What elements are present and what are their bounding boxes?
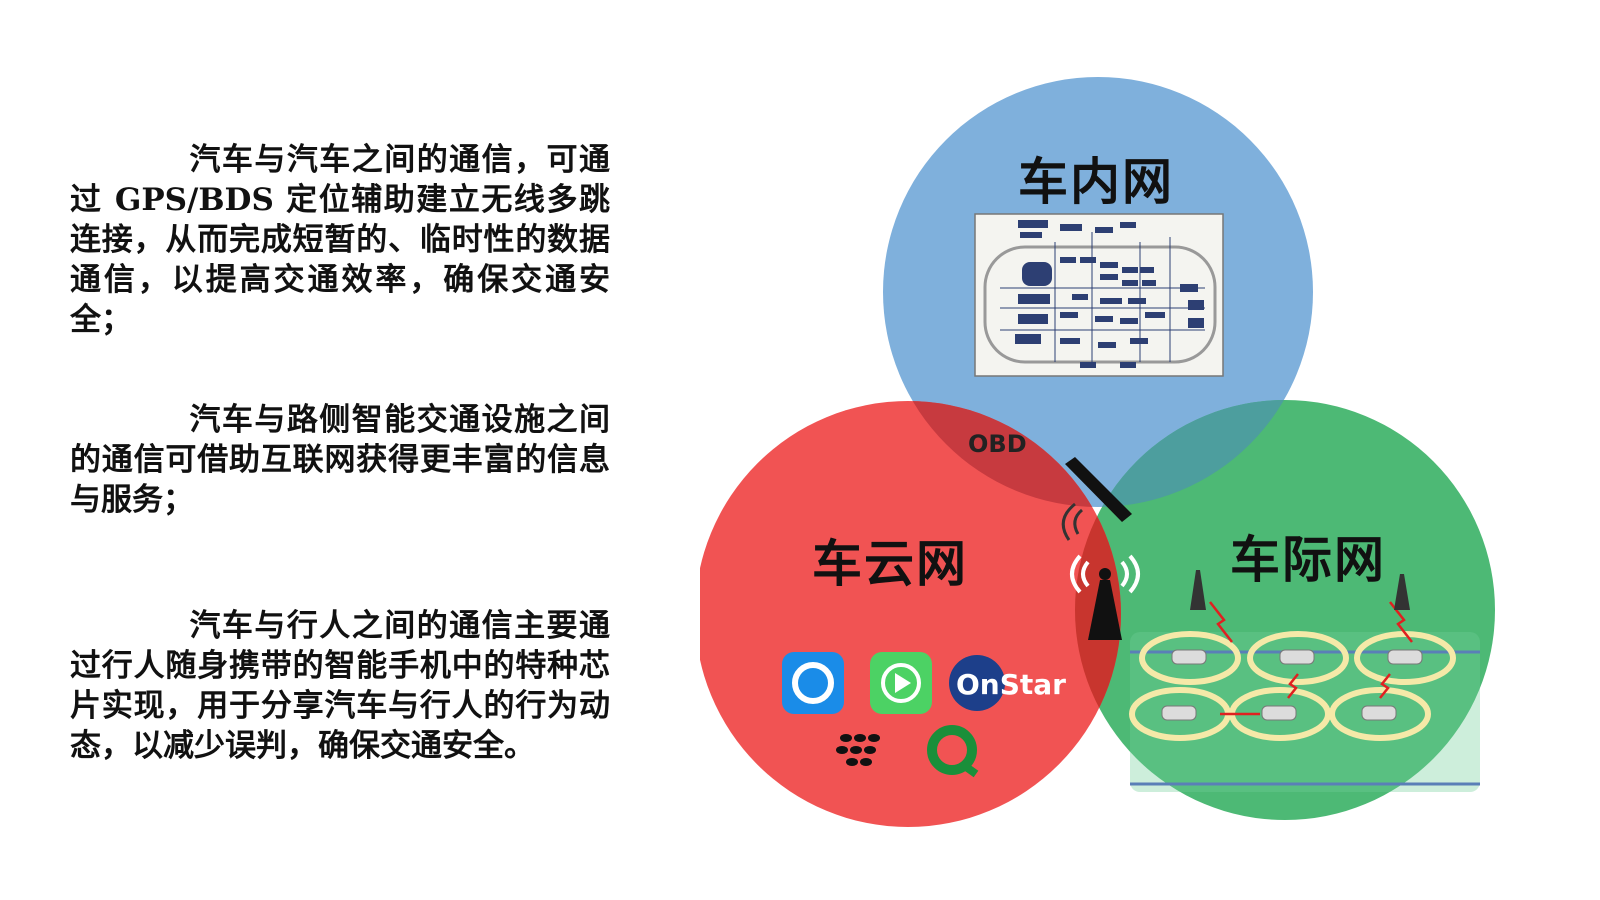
circle-vehicle-cloud: [695, 401, 1121, 827]
blackberry-logo: [836, 734, 880, 766]
app-logo-blue: [782, 652, 844, 714]
paragraph-v2v: 汽车与汽车之间的通信，可通过 GPS/BDS 定位辅助建立无线多跳连接，从而完成…: [70, 140, 610, 340]
onstar-text: OnStar: [956, 668, 1066, 701]
v2v-road-scene: [1129, 570, 1480, 792]
obd-device-icon: [1061, 457, 1132, 541]
cell-tower-icon: [1070, 554, 1140, 640]
app-icons: OnStar: [782, 652, 1066, 778]
label-obd: OBD: [968, 430, 1027, 458]
paragraph-v2p-text: 汽车与行人之间的通信主要通过行人随身携带的智能手机中的特种芯片实现，用于分享汽车…: [70, 608, 610, 764]
green-app-logo: [927, 725, 979, 778]
label-in-vehicle-network: 车内网: [1018, 153, 1174, 211]
venn-svg: OnStar: [695, 77, 1495, 827]
paragraph-v2i-text: 汽车与路侧智能交通设施之间的通信可借助互联网获得更丰富的信息与服务；: [70, 402, 610, 518]
venn-diagram: OnStar 车内网 车云网 车际网 OBD: [695, 62, 1510, 852]
label-vehicle-to-vehicle-network: 车际网: [1230, 531, 1386, 589]
in-vehicle-schematic: [974, 213, 1224, 377]
paragraph-v2i: 汽车与路侧智能交通设施之间的通信可借助互联网获得更丰富的信息与服务；: [70, 400, 610, 520]
paragraph-v2v-text: 汽车与汽车之间的通信，可通过 GPS/BDS 定位辅助建立无线多跳连接，从而完成…: [70, 142, 610, 338]
paragraph-v2p: 汽车与行人之间的通信主要通过行人随身携带的智能手机中的特种芯片实现，用于分享汽车…: [70, 606, 610, 766]
onstar-logo: OnStar: [949, 655, 1066, 711]
label-vehicle-cloud-network: 车云网: [812, 535, 968, 593]
